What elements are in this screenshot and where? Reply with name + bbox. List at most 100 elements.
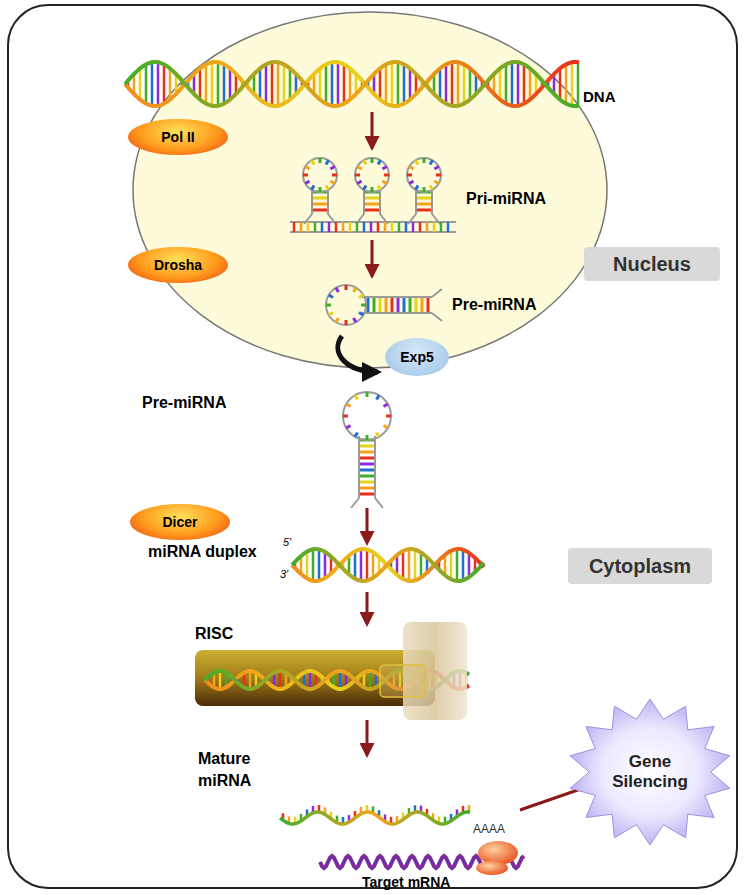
base [354, 318, 357, 322]
base-pair [363, 222, 366, 232]
base-pair [505, 64, 508, 103]
base [377, 395, 380, 399]
base-pair [163, 64, 166, 103]
base [345, 320, 348, 325]
enzyme-oval: Pol II [128, 119, 228, 155]
process-arrows [367, 112, 598, 810]
base [312, 160, 315, 164]
molecules [125, 62, 579, 824]
base-pair [365, 197, 379, 200]
base-pair [445, 64, 448, 103]
base [378, 160, 381, 164]
base-pair [365, 209, 379, 212]
loop [407, 158, 441, 192]
base-pair [372, 552, 375, 578]
node-label: Cytoplasm [589, 555, 691, 578]
base-pair [403, 298, 406, 312]
base-pair [229, 68, 232, 99]
base-pair [219, 671, 222, 689]
base-pair [360, 549, 363, 581]
base [357, 181, 361, 184]
base-pair [440, 222, 443, 232]
base [409, 181, 413, 184]
node-label: RISC [195, 625, 233, 643]
base [416, 185, 419, 189]
base-pair [469, 68, 472, 99]
polya-label: AAAA [473, 822, 505, 836]
base-pair [360, 457, 374, 460]
base-pair [337, 62, 340, 105]
backbone [290, 222, 456, 232]
base-pair [456, 549, 459, 581]
strand [327, 188, 329, 214]
base [303, 174, 308, 177]
strand [292, 549, 484, 581]
base [409, 167, 413, 170]
base-pair [384, 222, 387, 232]
base [329, 313, 333, 316]
strand [362, 312, 432, 314]
base-pair [217, 62, 220, 105]
base [336, 318, 339, 322]
base-pair [313, 203, 327, 206]
risc-window [380, 665, 425, 697]
strand [125, 62, 579, 106]
base-pair [169, 68, 172, 99]
base-pair [577, 62, 580, 105]
cell-membrane [8, 5, 737, 888]
base-pair [463, 64, 466, 103]
tail [351, 498, 383, 508]
base-pair [511, 62, 514, 105]
base-pair [259, 68, 262, 99]
compartment-label: Cytoplasm [568, 548, 712, 584]
base [430, 160, 433, 164]
base-pair [328, 222, 331, 232]
base [364, 160, 367, 164]
base-pair [427, 298, 430, 312]
base-pair [417, 209, 431, 212]
molecule-label: Pre-miRNA [452, 296, 536, 314]
base-pair [360, 469, 374, 472]
base [345, 285, 348, 290]
node-label: Dicer [162, 514, 197, 530]
strand [125, 62, 579, 106]
base-pair [468, 553, 471, 577]
outcome-starburst: Gene Silencing [566, 697, 734, 847]
strand [431, 188, 433, 214]
node-label: Drosha [154, 257, 202, 273]
base [312, 185, 315, 189]
base-pair [145, 64, 148, 103]
base-pair [199, 68, 202, 99]
base-pair [457, 62, 460, 105]
base-pair [377, 222, 380, 232]
base-pair [379, 68, 382, 99]
base-pair [397, 62, 400, 105]
hairpin [303, 158, 337, 224]
base [364, 185, 367, 189]
base-pair [151, 62, 154, 105]
base-pair [571, 62, 574, 105]
base [366, 392, 369, 397]
base [332, 174, 337, 177]
base-pair [391, 298, 394, 312]
base-pair [462, 550, 465, 580]
base-pair [306, 552, 309, 579]
base-pair [385, 64, 388, 103]
base-pair [369, 671, 372, 689]
compartment-label: Nucleus [584, 247, 720, 281]
loop [355, 158, 389, 192]
base-pair [307, 222, 310, 232]
base-pair [360, 451, 374, 454]
base [384, 174, 389, 177]
base-pair [523, 64, 526, 103]
base-pair [415, 298, 418, 312]
base [329, 295, 333, 298]
base [305, 181, 309, 184]
base-pair [139, 68, 142, 99]
exportin-oval: Exp5 [385, 338, 449, 376]
base [377, 433, 380, 437]
hairpin [407, 158, 441, 224]
base-pair [447, 222, 450, 232]
end-label: 3' [280, 568, 288, 580]
base-pair [499, 68, 502, 99]
